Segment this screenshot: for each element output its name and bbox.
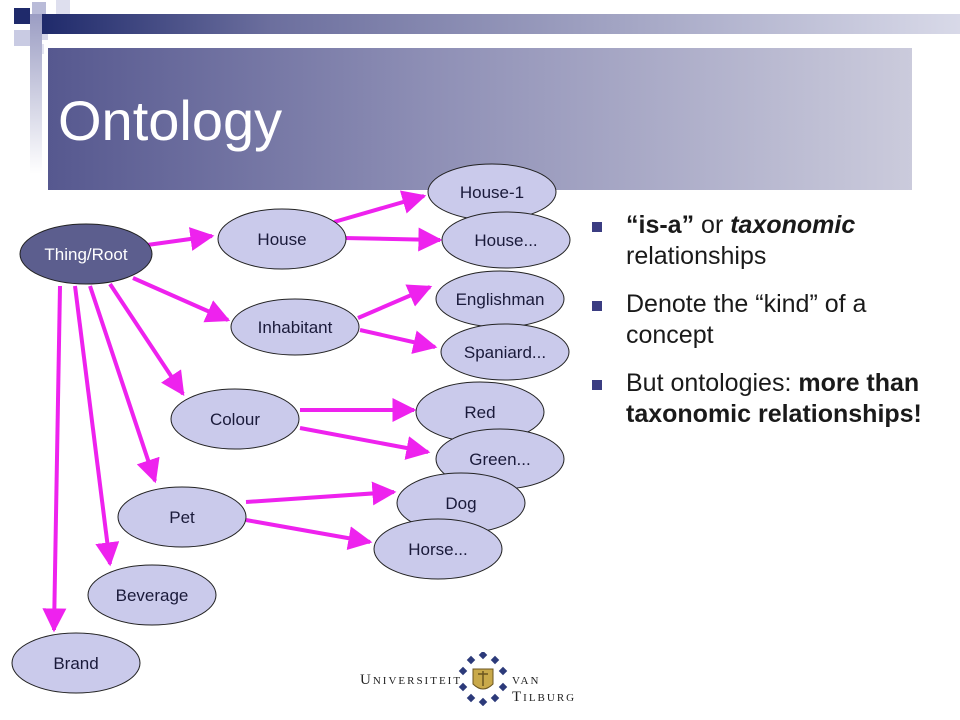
node-house-more: House...: [441, 211, 571, 269]
node-inhabitant: Inhabitant: [230, 298, 360, 356]
bullet-square-icon: [592, 222, 602, 232]
edge-root-house: [139, 227, 215, 251]
edge-house-house-more: [343, 227, 443, 252]
top-rule: [42, 14, 960, 34]
node-colour-label: Colour: [210, 410, 260, 429]
node-brand-label: Brand: [53, 654, 98, 673]
node-englishman-label: Englishman: [456, 290, 545, 309]
bullet-item-2: Denote the “kind” of a concept: [592, 289, 937, 351]
corner-square-1: [14, 8, 30, 24]
edge-root-beverage: [73, 285, 120, 567]
node-root: Thing/Root: [19, 223, 153, 285]
bullet-item-3: But ontologies: more than taxonomic rela…: [592, 368, 937, 430]
bullet-2-text: Denote the “kind” of a concept: [626, 290, 867, 349]
node-spaniard: Spaniard...: [440, 323, 570, 381]
node-beverage-label: Beverage: [116, 586, 189, 605]
node-colour: Colour: [170, 388, 300, 450]
node-pet-label: Pet: [169, 508, 195, 527]
node-house: House: [217, 208, 347, 270]
node-root-label: Thing/Root: [44, 245, 127, 264]
edge-root-inhabitant: [132, 276, 231, 323]
bullet-1-or: or: [694, 211, 731, 239]
node-beverage: Beverage: [87, 564, 217, 626]
node-pet: Pet: [117, 486, 247, 548]
node-dog-label: Dog: [445, 494, 476, 513]
node-horse-label: Horse...: [408, 540, 468, 559]
node-house1: House-1: [427, 163, 557, 221]
bullet-3-prefix: But ontologies:: [626, 369, 799, 397]
logo-text-left: Universiteit: [360, 672, 463, 688]
slide-title: Ontology: [58, 89, 283, 152]
edge-house-house1: [333, 190, 427, 224]
node-inhabitant-label: Inhabitant: [258, 318, 333, 337]
bullet-3-emphasis: more than taxonomic relationships!: [626, 369, 922, 428]
side-rule: [30, 14, 42, 174]
bullet-1-taxonomic: taxonomic: [730, 211, 856, 239]
node-brand: Brand: [11, 632, 141, 694]
bullet-1-relationships: relationships: [626, 242, 767, 270]
node-house-label: House: [257, 230, 306, 249]
corner-square-3: [14, 30, 30, 46]
bullet-item-1: “is-a” or taxonomic relationships: [592, 210, 937, 272]
corner-square-5: [56, 0, 70, 14]
edge-pet-dog: [245, 481, 397, 506]
university-emblem-icon: [458, 652, 508, 706]
node-spaniard-label: Spaniard...: [464, 343, 546, 362]
edge-colour-green: [299, 426, 431, 460]
edge-root-pet: [88, 285, 160, 484]
edge-root-colour: [108, 282, 185, 396]
node-red-label: Red: [464, 403, 495, 422]
logo-text-right: van Tilburg: [512, 672, 577, 705]
node-green-label: Green...: [469, 450, 530, 469]
bullet-square-icon: [592, 380, 602, 390]
edge-inhabitant-spaniard: [359, 328, 438, 354]
node-horse: Horse...: [373, 518, 503, 580]
edge-pet-horse: [245, 518, 373, 551]
edge-inhabitant-englishman: [357, 284, 433, 320]
bullet-square-icon: [592, 301, 602, 311]
edges: [42, 190, 443, 633]
bullet-1-is-a: “is-a”: [626, 211, 695, 239]
edge-root-brand: [42, 285, 67, 633]
node-house-more-label: House...: [474, 231, 537, 250]
node-englishman: Englishman: [435, 270, 565, 328]
node-house1-label: House-1: [460, 183, 524, 202]
bullet-list: “is-a” or taxonomic relationships Denote…: [592, 210, 937, 447]
university-logo: Universiteit van Tilburg: [360, 650, 600, 710]
corner-square-2: [32, 2, 46, 16]
node-red: Red: [415, 381, 545, 443]
